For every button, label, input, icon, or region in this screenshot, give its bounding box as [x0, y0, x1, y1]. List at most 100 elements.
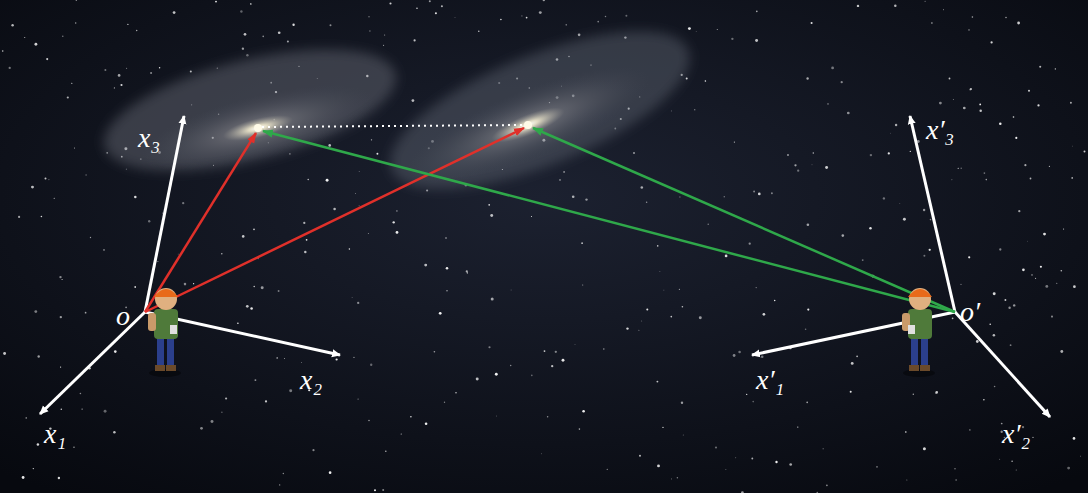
star — [942, 9, 944, 11]
star — [118, 74, 121, 77]
star — [1024, 164, 1026, 166]
star — [74, 147, 75, 148]
star — [393, 221, 395, 223]
star — [3, 352, 6, 355]
star — [38, 355, 40, 357]
star — [1084, 151, 1086, 153]
star — [333, 208, 336, 211]
star — [972, 16, 974, 18]
axis-label: x′₁ — [756, 366, 784, 394]
star — [787, 154, 789, 156]
star — [903, 218, 906, 221]
star — [699, 316, 702, 319]
star — [883, 197, 885, 199]
star — [114, 350, 117, 353]
star — [521, 15, 522, 16]
star — [510, 365, 511, 366]
star — [526, 17, 528, 19]
star — [671, 478, 673, 480]
star — [670, 110, 672, 112]
star — [22, 476, 25, 479]
star — [371, 139, 372, 140]
star — [150, 72, 152, 74]
star — [276, 357, 278, 359]
star — [811, 164, 813, 166]
star — [265, 400, 267, 402]
star — [45, 178, 47, 180]
star — [242, 235, 245, 238]
star — [510, 289, 512, 291]
star — [1026, 240, 1028, 242]
star — [439, 312, 442, 315]
star — [850, 391, 852, 393]
star — [670, 316, 672, 318]
star — [289, 389, 292, 392]
star — [695, 31, 697, 33]
star — [1013, 304, 1015, 306]
star — [253, 229, 255, 231]
galaxy — [395, 45, 662, 205]
star — [543, 0, 545, 1]
star — [90, 237, 91, 238]
star — [870, 154, 872, 156]
star — [1032, 437, 1033, 438]
star — [410, 416, 412, 418]
star — [11, 24, 13, 26]
star — [41, 216, 43, 218]
star — [357, 302, 359, 304]
star — [686, 78, 688, 80]
star — [454, 16, 456, 18]
star — [539, 11, 542, 14]
star — [906, 479, 908, 481]
star — [555, 351, 557, 353]
star — [811, 22, 813, 24]
star — [490, 214, 493, 217]
star — [547, 416, 549, 418]
star — [923, 447, 926, 450]
star — [279, 484, 280, 485]
star — [1028, 90, 1030, 92]
star — [797, 170, 799, 172]
star — [76, 0, 77, 1]
star — [847, 112, 850, 115]
star — [656, 381, 658, 383]
star — [287, 40, 289, 42]
star — [805, 329, 807, 331]
star — [531, 375, 533, 377]
star — [551, 365, 553, 367]
star — [120, 84, 122, 86]
star — [979, 104, 981, 106]
star — [607, 469, 608, 470]
star — [1043, 233, 1046, 236]
star — [986, 179, 988, 181]
galaxy — [134, 68, 382, 188]
star — [807, 223, 810, 226]
axis-label: x₁ — [44, 420, 66, 448]
star — [495, 373, 498, 376]
star — [349, 248, 350, 249]
star — [48, 179, 49, 180]
star — [969, 88, 971, 90]
star — [572, 196, 575, 199]
star — [641, 320, 643, 322]
star — [925, 1, 926, 2]
star — [756, 10, 758, 12]
star — [1073, 437, 1076, 440]
star — [694, 109, 695, 110]
star — [250, 307, 253, 310]
star — [18, 216, 20, 218]
star — [731, 38, 733, 40]
star — [968, 29, 969, 30]
star — [46, 58, 48, 60]
star — [999, 122, 1002, 125]
star — [888, 152, 890, 154]
star — [306, 239, 308, 241]
star — [930, 219, 932, 221]
star — [842, 234, 845, 237]
star — [284, 358, 286, 360]
star — [923, 255, 925, 257]
star — [357, 398, 358, 399]
star — [936, 391, 938, 393]
star — [1015, 137, 1017, 139]
